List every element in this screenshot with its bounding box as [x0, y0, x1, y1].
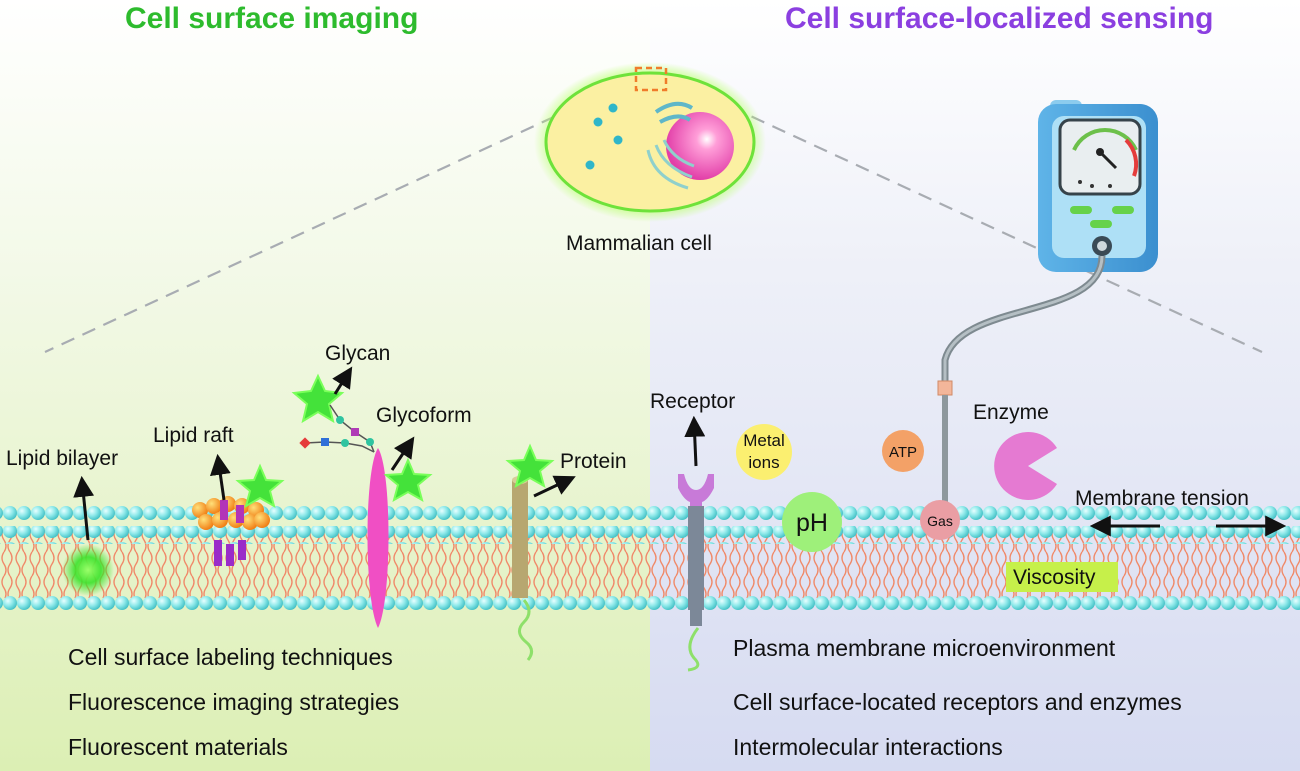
fluorescent-star-icon: [383, 457, 433, 503]
right-bullet-3: Intermolecular interactions: [733, 734, 1003, 760]
label-glycoform: Glycoform: [376, 404, 472, 427]
label-lipid-raft: Lipid raft: [153, 424, 234, 447]
receptor-icon: [678, 474, 714, 672]
fluorescent-star-icon: [235, 463, 285, 509]
arrow-icon: [684, 415, 706, 467]
right-heading: Cell surface-localized sensing: [785, 2, 1213, 35]
zoom-box: [634, 66, 668, 92]
left-bullet-2: Fluorescence imaging strategies: [68, 689, 399, 715]
label-enzyme: Enzyme: [973, 401, 1049, 424]
glycan-chain: [299, 404, 375, 453]
label-protein: Protein: [560, 450, 627, 473]
label-gas: Gas: [927, 513, 953, 529]
label-lipid-bilayer: Lipid bilayer: [6, 447, 118, 470]
right-bullet-2: Cell surface-located receptors and enzym…: [733, 689, 1182, 715]
arrow-icon: [390, 436, 415, 471]
metal-ions-bubble: [736, 424, 792, 480]
lipid-raft-icon: [192, 496, 270, 566]
arrow-icon: [73, 475, 95, 541]
gas-bubble: [920, 500, 960, 540]
left-bullet-1: Cell surface labeling techniques: [68, 644, 393, 670]
arrow-icon: [332, 366, 353, 395]
ph-bubble: [782, 492, 842, 552]
fluorescent-spot: [62, 544, 114, 596]
label-membrane-tension: Membrane tension: [1075, 487, 1249, 510]
zoom-line-left: [44, 77, 639, 353]
sensor-meter-icon: [937, 100, 1158, 507]
label-glycan: Glycan: [325, 342, 390, 365]
label-viscosity: Viscosity: [1013, 566, 1096, 589]
atp-bubble: [882, 430, 924, 472]
label-atp: ATP: [889, 444, 917, 461]
label-metal-ions-2: ions: [748, 453, 779, 472]
fluorescent-star-icon: [505, 443, 555, 489]
left-heading: Cell surface imaging: [125, 2, 418, 35]
arrow-icon: [533, 475, 576, 498]
label-metal-ions-1: Metal: [743, 431, 785, 450]
arrow-icon: [209, 453, 231, 501]
cell-membrane: [0, 504, 1300, 610]
label-ph: pH: [796, 509, 828, 537]
enzyme-icon: [994, 432, 1057, 501]
label-receptor: Receptor: [650, 390, 735, 413]
viscosity-box: [1006, 562, 1118, 592]
left-bullet-3: Fluorescent materials: [68, 734, 288, 760]
zoom-line-right: [667, 77, 1263, 353]
mammalian-cell-icon: [534, 62, 766, 222]
cell-label: Mammalian cell: [566, 232, 712, 255]
right-bullet-1: Plasma membrane microenvironment: [733, 635, 1116, 661]
glycoprotein: [367, 448, 389, 628]
